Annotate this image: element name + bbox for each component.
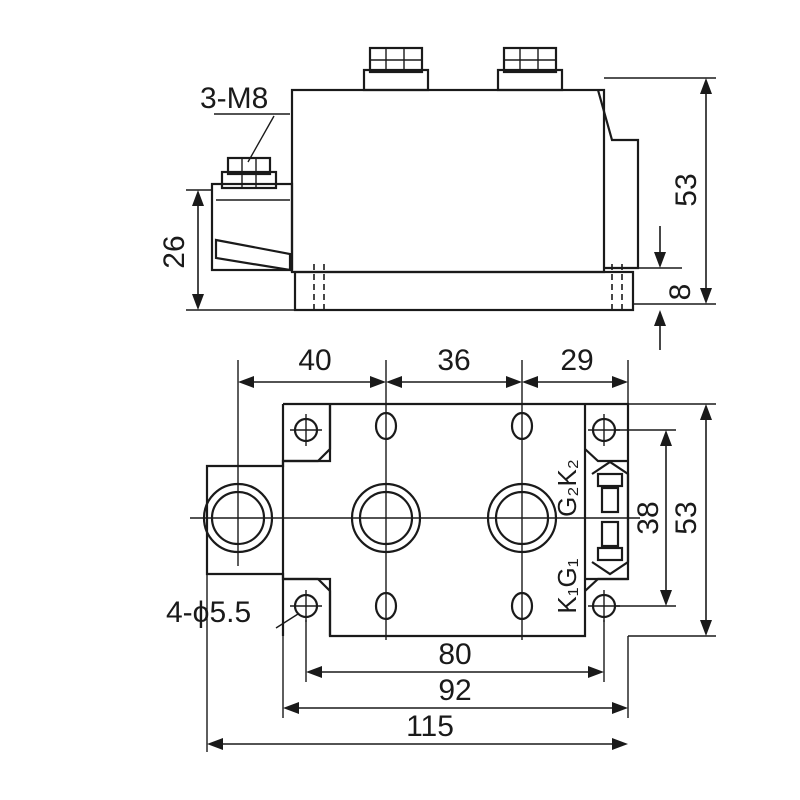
side-view: 3-M8 26 53 8 bbox=[158, 46, 716, 350]
gate-label-g2k2: G₂K₂ bbox=[552, 459, 582, 517]
width-53-label: 53 bbox=[670, 501, 703, 534]
spacing-36-label: 36 bbox=[437, 344, 470, 377]
small-hole bbox=[374, 591, 398, 621]
inner-length-92-label: 92 bbox=[438, 674, 471, 707]
base-height-8-label: 8 bbox=[664, 284, 697, 301]
side-terminal-1 bbox=[362, 46, 430, 92]
pin-spacing-38-label: 38 bbox=[632, 501, 665, 534]
module-right-step bbox=[596, 89, 640, 270]
small-hole bbox=[374, 411, 398, 441]
dimension-8 bbox=[638, 226, 682, 350]
hole-leader-line bbox=[275, 613, 299, 629]
side-terminal-2 bbox=[496, 46, 564, 92]
hole-spacing-80-label: 80 bbox=[438, 638, 471, 671]
dimension-53-top bbox=[628, 403, 716, 637]
mounting-hole-bottom-left bbox=[290, 590, 322, 622]
overall-length-115-label: 115 bbox=[406, 710, 454, 743]
dimension-115 bbox=[206, 574, 628, 752]
dimension-92 bbox=[282, 636, 629, 718]
hole-spec-label: 4-ϕ5.5 bbox=[166, 596, 251, 629]
top-view: G₂K₂ K₁G₁ 40 36 29 38 bbox=[166, 344, 716, 752]
small-hole bbox=[510, 591, 534, 621]
thread-spec-label: 3-M8 bbox=[200, 82, 268, 115]
mounting-hole-bottom-right bbox=[588, 590, 620, 622]
gate-pin-block bbox=[591, 460, 630, 576]
dimension-26 bbox=[186, 189, 295, 311]
module-body bbox=[290, 88, 606, 274]
mounting-hole-top-left bbox=[290, 414, 322, 446]
spacing-40-label: 40 bbox=[298, 344, 331, 377]
dimension-53-side bbox=[604, 77, 716, 305]
dimension-38 bbox=[616, 429, 676, 607]
height-26-label: 26 bbox=[158, 235, 191, 268]
gate-label-k1g1: K₁G₁ bbox=[552, 558, 582, 613]
side-terminal-bracket bbox=[210, 156, 294, 272]
dimension-80 bbox=[305, 620, 605, 682]
total-height-53-label: 53 bbox=[670, 173, 703, 206]
spacing-29-label: 29 bbox=[560, 344, 593, 377]
dimension-row-top bbox=[238, 360, 629, 404]
mounting-hole-top-right bbox=[588, 414, 620, 446]
base-plate bbox=[293, 270, 635, 312]
small-hole bbox=[510, 411, 534, 441]
